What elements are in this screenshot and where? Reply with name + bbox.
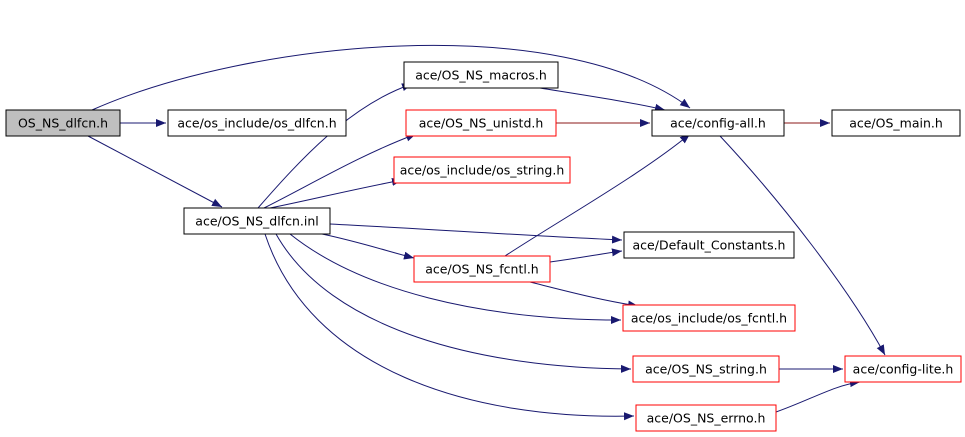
node-label: ace/OS_main.h xyxy=(849,116,943,131)
node-label: ace/os_include/os_string.h xyxy=(400,163,565,178)
node-os-ns-macros-h[interactable]: ace/OS_NS_macros.h xyxy=(403,61,559,89)
node-label: ace/OS_NS_macros.h xyxy=(415,68,547,83)
node-os-ns-string-h[interactable]: ace/OS_NS_string.h xyxy=(632,355,780,383)
node-config-lite-h[interactable]: ace/config-lite.h xyxy=(844,355,962,383)
node-config-all-h[interactable]: ace/config-all.h xyxy=(651,109,785,137)
node-box xyxy=(635,404,777,432)
edge-os-ns-dlfcn-inl-to-os-ns-unistd-h xyxy=(263,133,417,209)
node-label: ace/OS_NS_fcntl.h xyxy=(425,262,538,277)
node-os-string-h[interactable]: ace/os_include/os_string.h xyxy=(393,156,571,184)
node-box xyxy=(5,109,121,137)
node-os-ns-errno-h[interactable]: ace/OS_NS_errno.h xyxy=(635,404,777,432)
node-box xyxy=(393,156,571,184)
node-label: ace/os_include/os_fcntl.h xyxy=(631,311,787,326)
edge-os-ns-fcntl-h-to-config-all-h xyxy=(504,133,691,257)
node-box xyxy=(632,355,780,383)
node-box xyxy=(844,355,962,383)
edge-os-ns-dlfcn-inl-to-os-ns-errno-h xyxy=(264,233,635,421)
node-label: ace/config-lite.h xyxy=(853,362,954,377)
edge-os-ns-dlfcn-inl-to-os-fcntl-h xyxy=(289,233,622,324)
node-os-ns-unistd-h[interactable]: ace/OS_NS_unistd.h xyxy=(405,109,557,137)
node-label: ace/config-all.h xyxy=(670,116,766,131)
node-box xyxy=(413,255,551,283)
node-box xyxy=(622,304,796,332)
node-box xyxy=(623,231,795,259)
node-os-ns-dlfcn-h[interactable]: OS_NS_dlfcn.h xyxy=(5,109,121,137)
edge-os-ns-fcntl-h-to-default-constants-h xyxy=(549,248,623,263)
edge-os-ns-dlfcn-inl-to-os-ns-string-h xyxy=(275,233,632,373)
node-label: ace/OS_NS_errno.h xyxy=(647,411,766,426)
edge-os-ns-dlfcn-inl-to-os-string-h xyxy=(269,177,403,209)
edge-os-ns-macros-h-to-config-all-h xyxy=(539,87,666,112)
node-os-ns-dlfcn-inl[interactable]: ace/OS_NS_dlfcn.inl xyxy=(183,207,331,235)
node-box xyxy=(403,61,559,89)
node-default-constants-h[interactable]: ace/Default_Constants.h xyxy=(623,231,795,259)
edge-os-ns-errno-h-to-config-lite-h xyxy=(775,379,861,413)
node-label: ace/Default_Constants.h xyxy=(633,238,786,253)
node-label: ace/OS_NS_unistd.h xyxy=(419,116,544,131)
edge-os-ns-dlfcn-inl-to-os-ns-fcntl-h xyxy=(321,233,415,260)
node-os-main-h[interactable]: ace/OS_main.h xyxy=(831,109,961,137)
node-os-dlfcn-h[interactable]: ace/os_include/os_dlfcn.h xyxy=(167,109,347,137)
node-box xyxy=(651,109,785,137)
edge-config-all-h-to-config-lite-h xyxy=(719,135,886,356)
node-label: OS_NS_dlfcn.h xyxy=(18,116,108,131)
node-box xyxy=(167,109,347,137)
edge-os-ns-fcntl-h-to-os-fcntl-h xyxy=(529,281,639,309)
edge-os-ns-dlfcn-inl-to-default-constants-h xyxy=(329,223,623,244)
node-label: ace/OS_NS_dlfcn.inl xyxy=(195,214,318,229)
node-box xyxy=(183,207,331,235)
edge-os-ns-dlfcn-h-to-config-all-h xyxy=(91,44,691,111)
edge-os-ns-dlfcn-inl-to-os-ns-macros-h xyxy=(257,83,413,209)
node-os-ns-fcntl-h[interactable]: ace/OS_NS_fcntl.h xyxy=(413,255,551,283)
node-label: ace/OS_NS_string.h xyxy=(645,362,767,377)
edge-layer xyxy=(87,44,886,421)
node-box xyxy=(831,109,961,137)
node-box xyxy=(405,109,557,137)
edge-os-ns-dlfcn-h-to-os-ns-dlfcn-inl xyxy=(87,135,223,208)
node-label: ace/os_include/os_dlfcn.h xyxy=(177,116,336,131)
node-os-fcntl-h[interactable]: ace/os_include/os_fcntl.h xyxy=(622,304,796,332)
